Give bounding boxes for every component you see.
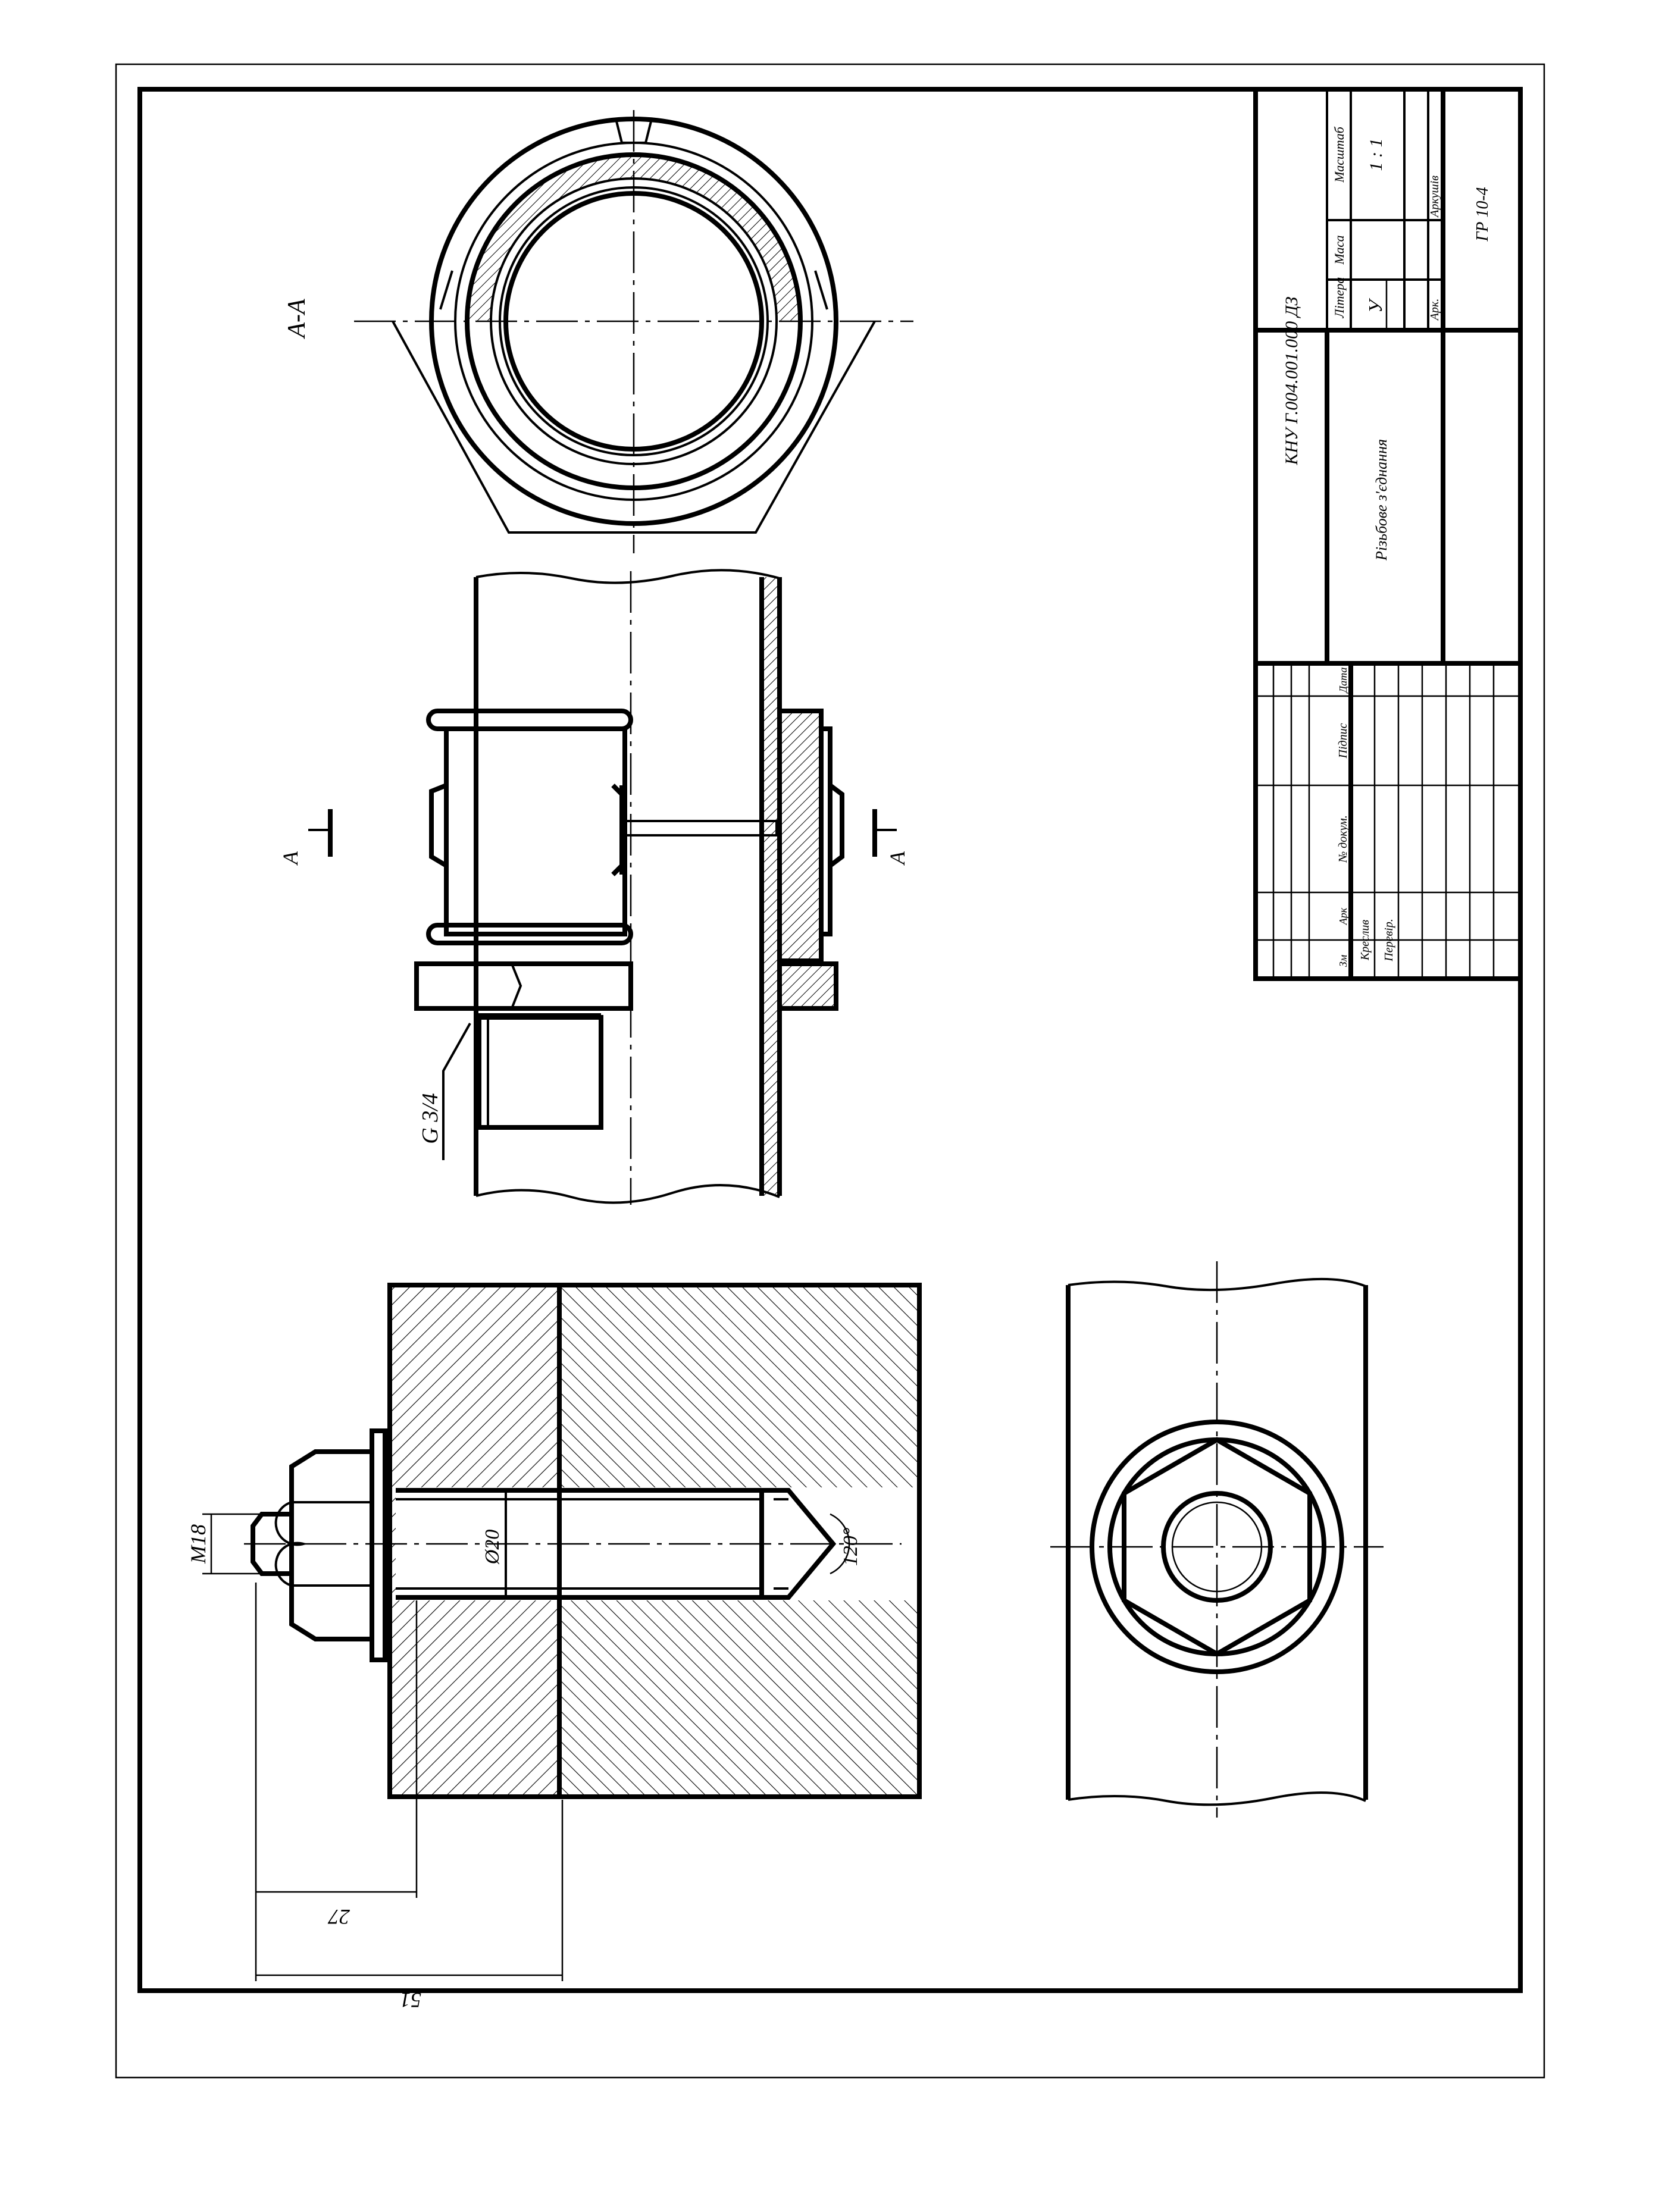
pipe-thread-label: G 3/4 [418,1093,443,1144]
col-masshtab: Масштаб [1332,126,1347,183]
cut-letter-left: A [278,851,302,866]
outer-sheet-border [115,63,1545,2079]
bolt-thread-label: M18 [186,1524,210,1564]
group-text: ГР 10-4 [1473,187,1492,242]
sheets-label: Аркушів [1428,176,1441,218]
engagement-dim: 27 [327,1905,350,1929]
litera-value: У [1364,298,1386,313]
designation-text: КНУ Г.004.001.000 ДЗ [1282,296,1301,465]
rev-zm: Зм [1337,954,1349,967]
sheet-label: Арк. [1428,299,1441,322]
checked-by: Перевір. [1382,919,1395,961]
title-block: КНУ Г.004.001.000 ДЗ Різьбове з'єднання … [1253,87,1523,981]
col-litera: Літера [1332,277,1347,319]
rev-ark: Арк [1337,907,1349,925]
rev-date: Дата [1337,668,1349,694]
section-view-a-a: A-A [283,110,913,553]
cut-letter-right: A [885,851,909,866]
total-length-dim: 51 [400,1988,421,2012]
bolt-joint-section: M18 Ø20 120° 27 51 [186,1283,922,2012]
drawing-name-text: Різьбове з'єднання [1373,439,1390,561]
drill-angle-label: 120° [840,1527,862,1566]
col-masa: Маса [1332,235,1347,265]
section-title: A-A [283,299,311,340]
rev-doc: № докум. [1337,815,1350,863]
made-by: Креслив [1359,920,1372,961]
rev-sign: Підпис [1337,723,1350,759]
drawing-frame [137,87,1523,1993]
pipe-coupling-view: A A G 3/4 [278,569,909,1205]
scale-value: 1 : 1 [1366,139,1386,171]
hole-diameter-label: Ø20 [481,1530,503,1565]
bolt-end-view [1050,1261,1384,1818]
